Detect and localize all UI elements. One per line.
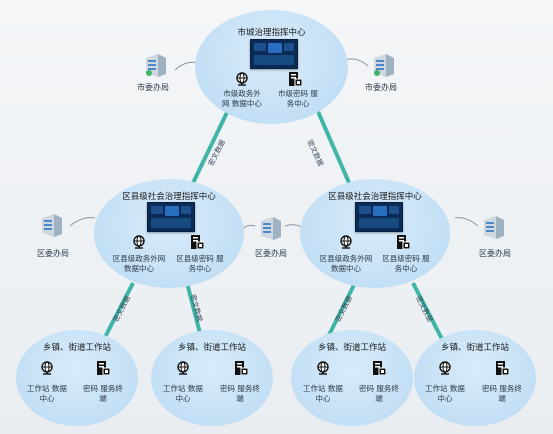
link-county-right-town-4 <box>411 282 445 342</box>
town-4-right-label: 密码 服务终端 <box>482 384 522 403</box>
town-4-left-label: 工作站 数据中心 <box>425 384 465 403</box>
county-right-right-label: 区县级密码 服务中心 <box>382 254 430 273</box>
cipher-server-icon <box>97 361 110 375</box>
town-1-title: 乡镇、街道工作站 <box>42 343 111 353</box>
globe-icon <box>177 361 189 375</box>
building-icon <box>146 54 166 77</box>
globe-icon <box>41 361 53 375</box>
office-city-right: 市委办局 <box>365 83 397 92</box>
office-county-mid: 区委办局 <box>255 249 287 258</box>
building-icon <box>42 214 62 237</box>
globe-icon <box>133 235 145 249</box>
cipher-server-icon <box>235 361 248 375</box>
county-node-left <box>94 179 244 288</box>
link-county-left-town-1 <box>101 282 135 342</box>
town-node-4 <box>414 330 536 426</box>
county-left-title: 区县级社会治理指挥中心 <box>122 192 216 202</box>
cipher-server-icon <box>191 235 204 249</box>
town-2-right-label: 密码 服务终端 <box>220 384 260 403</box>
town-node-2 <box>151 330 273 426</box>
cipher-server-icon <box>289 72 302 86</box>
office-county-left: 区委办局 <box>37 249 69 258</box>
city-right-label: 市级密码 服务中心 <box>278 89 318 108</box>
town-1-left-label: 工作站 数据中心 <box>27 384 67 403</box>
county-node-right <box>300 179 450 288</box>
city-screen <box>250 39 298 69</box>
town-4-title: 乡镇、街道工作站 <box>440 343 509 353</box>
link-county-right-town-3 <box>324 282 357 342</box>
town-3-right-label: 密码 服务终端 <box>359 384 399 403</box>
city-left-label: 市级政务外网 数据中心 <box>222 89 262 108</box>
town-1-right-label: 密码 服务终端 <box>83 384 123 403</box>
county-right-screen <box>355 202 403 232</box>
town-node-3 <box>291 330 413 426</box>
cipher-server-icon <box>496 361 509 375</box>
building-icon <box>484 216 504 239</box>
arrow-city-right <box>344 58 369 67</box>
link-city-county-right <box>311 99 352 186</box>
building-icon <box>374 54 394 77</box>
county-left-left-label: 区县级政务外网 数据中心 <box>112 254 166 273</box>
town-3-left-label: 工作站 数据中心 <box>303 384 343 403</box>
arrow-county-left <box>69 217 96 227</box>
office-county-right: 区委办局 <box>479 249 511 258</box>
globe-icon <box>340 235 352 249</box>
county-left-screen <box>147 202 195 232</box>
building-icon <box>261 217 281 240</box>
globe-icon <box>236 72 248 86</box>
town-3-title: 乡镇、街道工作站 <box>317 343 386 353</box>
office-city-left: 市委办局 <box>137 83 169 92</box>
town-2-title: 乡镇、街道工作站 <box>177 343 246 353</box>
city-title: 市城治理指挥中心 <box>237 28 306 38</box>
county-right-left-label: 区县级政务外网 数据中心 <box>319 254 373 273</box>
link-city-county-left <box>190 99 235 186</box>
county-right-title: 区县级社会治理指挥中心 <box>328 192 422 202</box>
cipher-server-icon <box>397 235 410 249</box>
town-node-1 <box>16 330 138 426</box>
county-left-right-label: 区县级密码 服务中心 <box>176 254 224 273</box>
cipher-server-icon <box>373 361 386 375</box>
arrow-county-mid-left <box>242 224 256 229</box>
globe-icon <box>439 361 451 375</box>
globe-icon <box>317 361 329 375</box>
town-2-left-label: 工作站 数据中心 <box>163 384 203 403</box>
arrow-county-right <box>454 217 479 227</box>
